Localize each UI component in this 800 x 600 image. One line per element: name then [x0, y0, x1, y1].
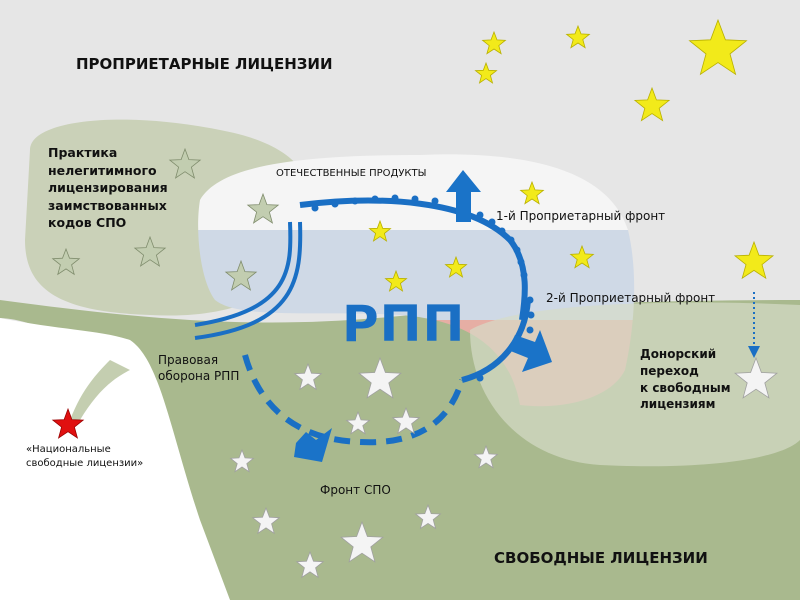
- front-1-line: [299, 197, 528, 321]
- white-star-icon: [295, 550, 325, 579]
- green-star-icon: [51, 247, 81, 276]
- white-star-icon: [229, 448, 255, 473]
- red-star-icon: [51, 407, 85, 439]
- front-dot: [391, 194, 399, 202]
- foss-front-label: Фронт СПО: [320, 483, 391, 497]
- white-star-icon: [358, 356, 402, 399]
- proprietary-licenses-title: ПРОПРИЕТАРНЫЕ ЛИЦЕНЗИИ: [76, 55, 333, 73]
- front-dot: [351, 197, 359, 205]
- legal-defense-line-outer: [194, 221, 303, 340]
- white-star-icon: [734, 356, 778, 399]
- front-dot: [513, 246, 521, 254]
- white-star-icon: [345, 410, 371, 435]
- front-dot: [431, 197, 439, 205]
- yellow-star-icon: [565, 24, 591, 49]
- national-licenses-label: «Национальные свободные лицензии»: [26, 444, 144, 469]
- foss-front-line: [242, 354, 465, 446]
- green-star-icon: [168, 147, 202, 179]
- legal-defense-label: Правовая оборона РПП: [158, 353, 240, 384]
- legal-defense-line-inner: [194, 221, 293, 327]
- yellow-star-icon: [519, 180, 545, 205]
- arrow-down-icon: [294, 428, 332, 462]
- front-dot: [488, 218, 496, 226]
- white-star-icon: [293, 362, 323, 391]
- front-2-label: 2-й Проприетарный фронт: [546, 291, 716, 305]
- front-dot: [476, 211, 484, 219]
- stars: [51, 18, 778, 579]
- donor-zone: [470, 302, 800, 467]
- yellow-star-icon: [474, 61, 498, 84]
- front-dot: [520, 271, 528, 279]
- green-star-icon: [133, 235, 167, 267]
- white-star-icon: [414, 503, 442, 530]
- front-dot: [517, 258, 525, 266]
- front-1-label: 1-й Проприетарный фронт: [496, 209, 666, 223]
- free-licenses-title: СВОБОДНЫЕ ЛИЦЕНЗИИ: [494, 549, 708, 567]
- front-dot: [526, 296, 534, 304]
- white-star-icon: [473, 444, 499, 469]
- green-star-icon: [246, 192, 280, 224]
- front-dot: [371, 195, 379, 203]
- front-dot: [331, 200, 339, 208]
- yellow-star-icon: [384, 269, 408, 292]
- front-dot: [311, 204, 319, 212]
- front-dot: [498, 227, 506, 235]
- white-star-icon: [391, 406, 421, 435]
- yellow-star-icon: [688, 18, 748, 76]
- front-dot: [526, 326, 534, 334]
- yellow-star-icon: [569, 244, 595, 269]
- front-dot: [527, 311, 535, 319]
- domestic-products-label: ОТЕЧЕСТВЕННЫЕ ПРОДУКТЫ: [276, 168, 427, 179]
- yellow-star-icon: [733, 240, 775, 280]
- front-dot: [476, 374, 484, 382]
- green-star-icon: [224, 259, 258, 291]
- front-dot: [411, 195, 419, 203]
- front-2-line: [461, 299, 531, 383]
- front-dot: [507, 236, 515, 244]
- white-star-icon: [340, 520, 384, 563]
- yellow-star-icon: [633, 86, 671, 122]
- white-star-icon: [251, 506, 281, 535]
- yellow-star-icon: [481, 30, 507, 55]
- fronts: [194, 197, 760, 446]
- rpp-title: РПП: [342, 295, 466, 353]
- arrow-up-icon: [446, 170, 481, 222]
- yellow-star-icon: [368, 219, 392, 242]
- arrow-right-icon: [508, 330, 552, 372]
- white-area: [0, 318, 230, 600]
- yellow-star-icon: [444, 255, 468, 278]
- link-tail: [70, 360, 130, 420]
- illegit-label: Практика нелегитимного лицензирования за…: [48, 145, 168, 230]
- donor-transition-label: Донорский переход к свободным лицензиям: [640, 347, 731, 412]
- dots: [311, 194, 535, 382]
